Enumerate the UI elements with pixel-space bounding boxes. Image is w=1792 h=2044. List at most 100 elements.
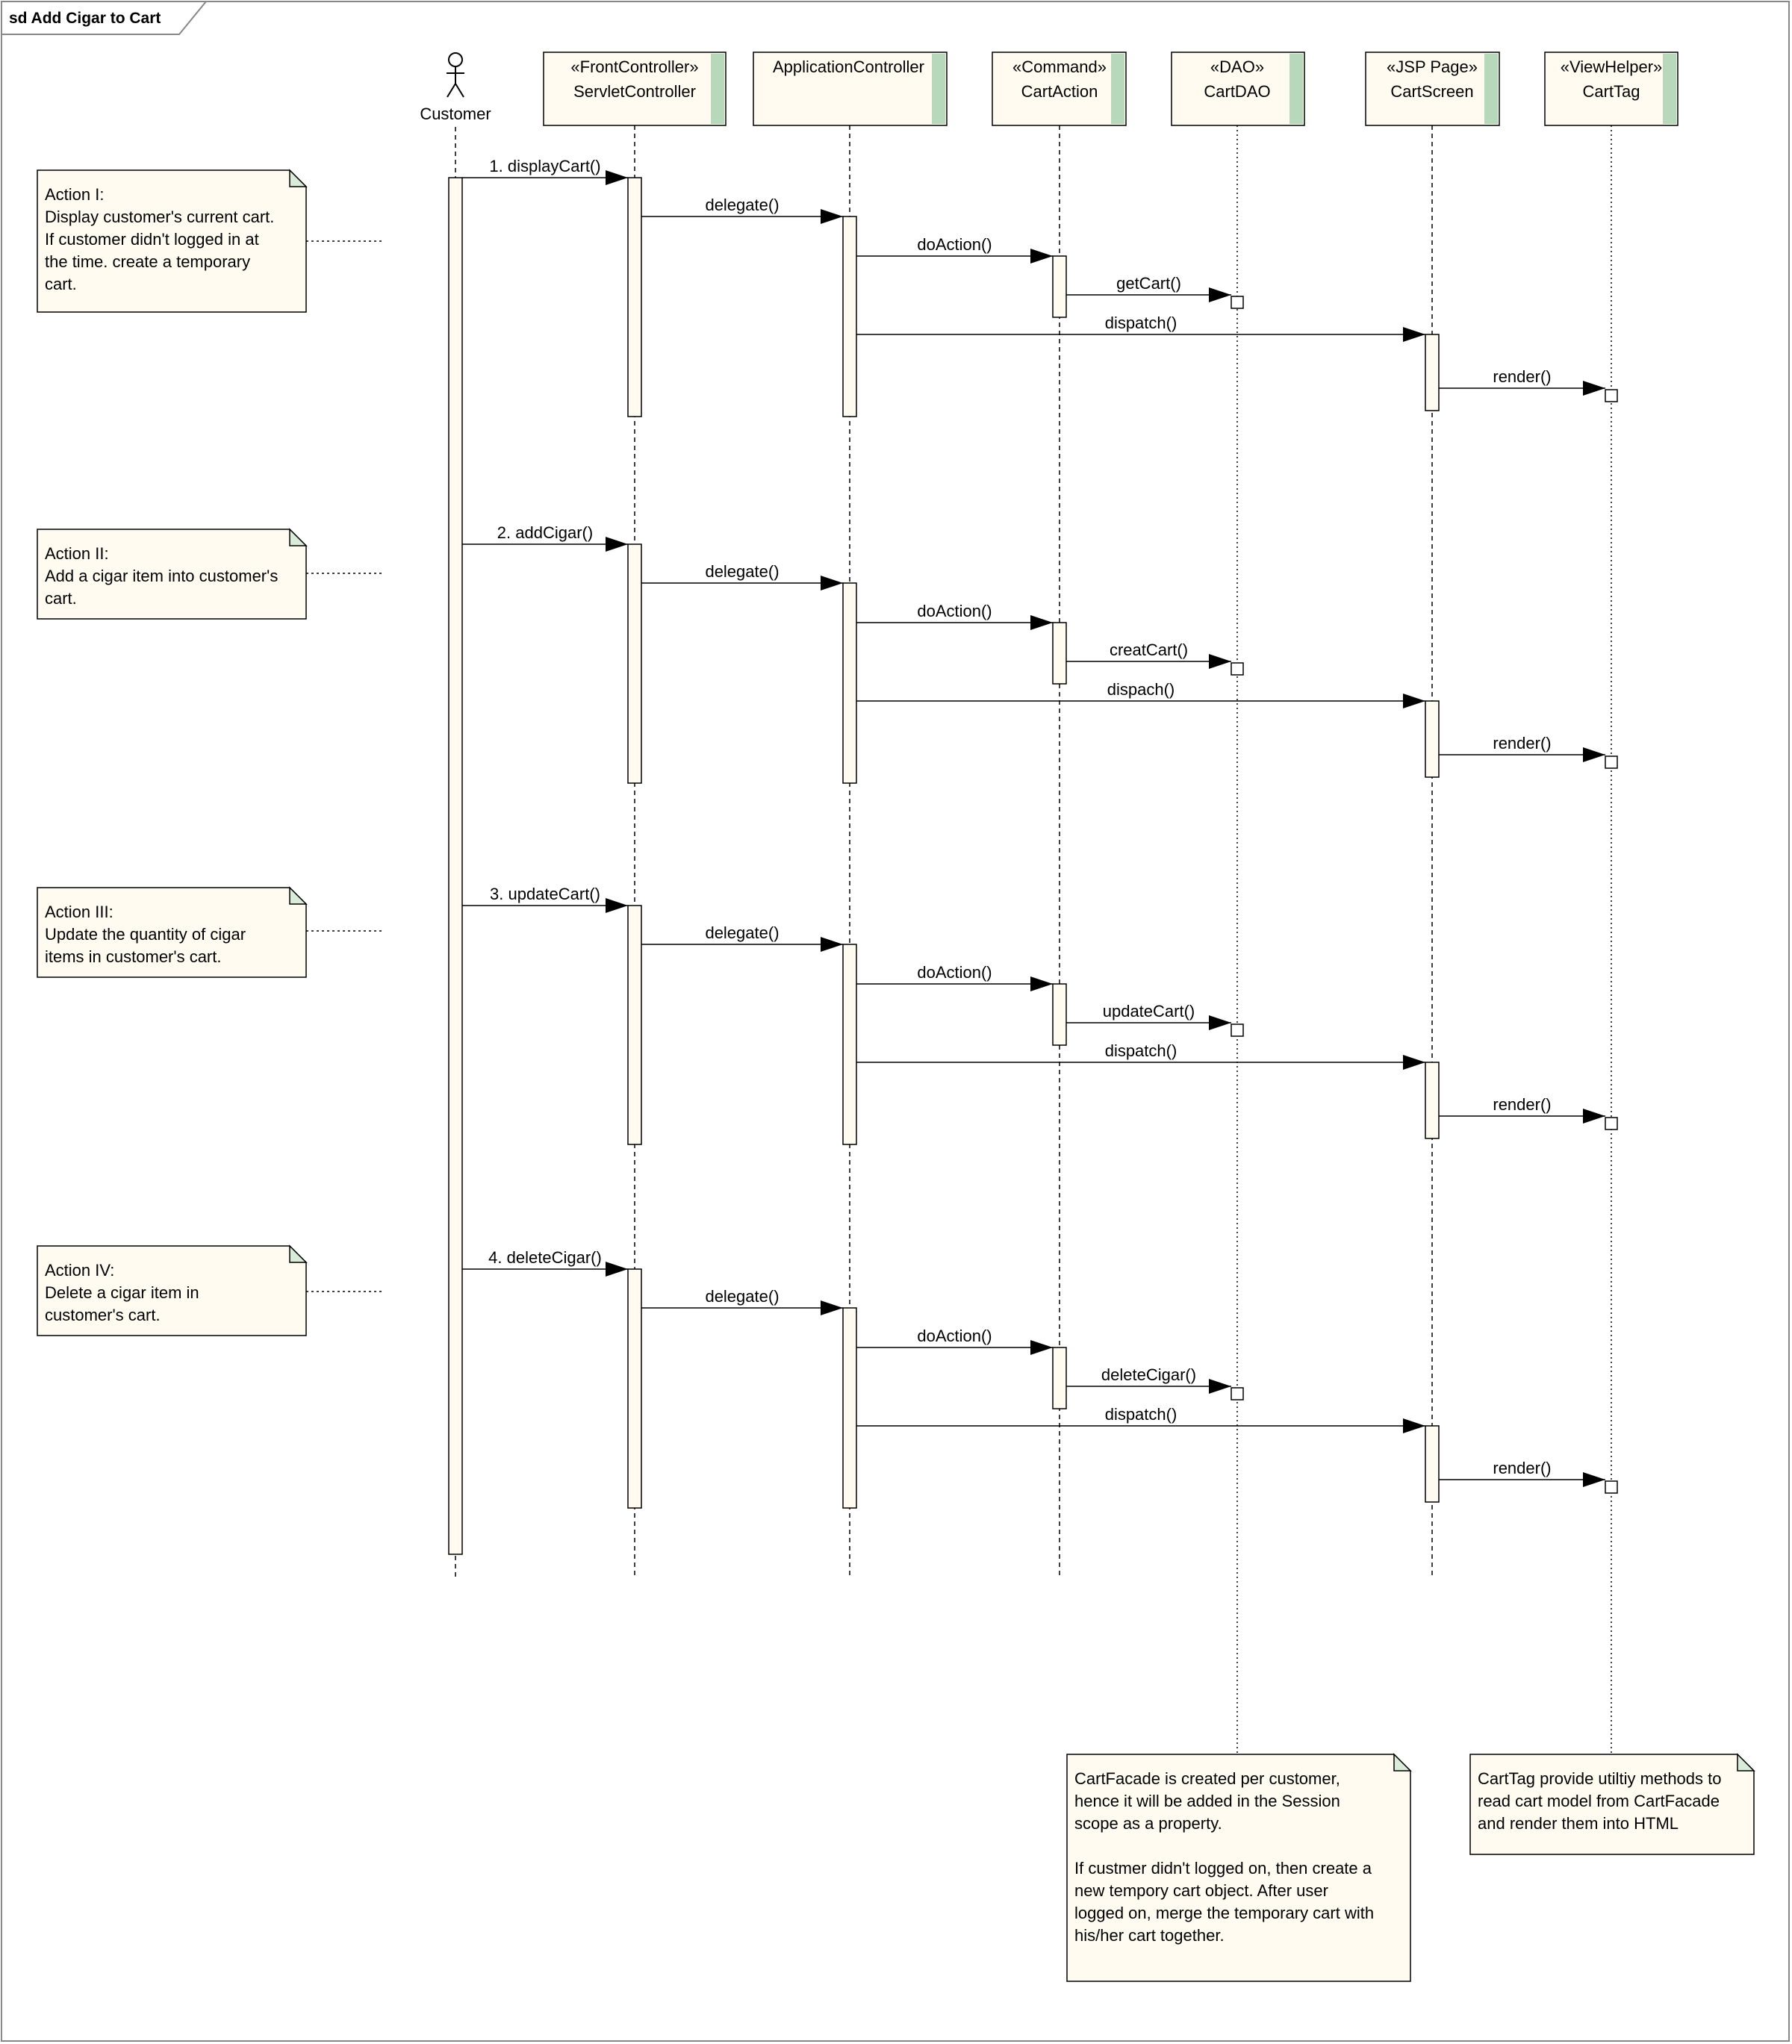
activation-screen xyxy=(1425,1425,1440,1503)
message-dispatch: dispatch() xyxy=(856,1041,1425,1070)
message-label: deleteCigar() xyxy=(1101,1365,1196,1384)
lifeline-head-screen: «JSP Page»CartScreen xyxy=(1365,52,1500,126)
activations-layer xyxy=(448,177,1618,1555)
note-body xyxy=(37,169,307,313)
note-fold xyxy=(289,169,308,187)
lifeline-name: CartAction xyxy=(1021,82,1098,101)
message-label: 3. updateCart() xyxy=(490,885,600,903)
lifeline-box-stripe xyxy=(1289,54,1303,124)
note-fold xyxy=(289,1244,308,1263)
activation-appctrl xyxy=(842,582,857,784)
lifeline-box-stripe xyxy=(1484,54,1498,124)
message-doaction: doAction() xyxy=(856,1327,1053,1355)
activation-dao xyxy=(1231,662,1244,676)
frame-title: sd Add Cigar to Cart xyxy=(9,10,161,27)
note-line: CartFacade is created per customer, xyxy=(1074,1769,1340,1788)
lifeline-box xyxy=(753,52,948,126)
activation-dao xyxy=(1231,1387,1244,1400)
message-label: dispatch() xyxy=(1105,314,1177,332)
message-label: 2. addCigar() xyxy=(497,523,593,542)
activation-tag xyxy=(1605,1480,1618,1494)
note-fold xyxy=(289,528,308,546)
message-label: doAction() xyxy=(917,235,992,254)
lifeline-box-stripe xyxy=(1663,54,1676,124)
message-call: 3. updateCart() xyxy=(462,885,628,913)
lifeline-stereotype: «FrontController» xyxy=(570,57,698,76)
note-line: CartTag provide utiltiy methods to xyxy=(1478,1769,1722,1788)
lifeline-stereotype: «DAO» xyxy=(1210,57,1264,76)
action-note-2: Action II:Add a cigar item into customer… xyxy=(37,528,308,620)
actor-head xyxy=(448,52,463,67)
note-cartfacade: CartFacade is created per customer, hence… xyxy=(1066,1753,1412,1982)
lifeline-box-stripe xyxy=(932,54,945,124)
actor-leg-right xyxy=(455,83,464,98)
lifeline-box xyxy=(543,52,727,126)
message-label: delegate() xyxy=(705,196,779,214)
note-line: logged on, merge the temporary cart with xyxy=(1074,1904,1374,1922)
message-label: render() xyxy=(1493,734,1551,753)
note-line: cart. xyxy=(45,589,77,608)
activation-servlet xyxy=(627,543,642,784)
activation-action xyxy=(1052,983,1067,1046)
note-body xyxy=(37,529,307,620)
customer-actor: Customer xyxy=(420,52,491,123)
lifeline-stereotype: «Command» xyxy=(1012,57,1107,76)
lifeline-name: ApplicationController xyxy=(773,57,924,76)
frame-title-tab xyxy=(1,1,207,35)
lifeline-head-dao: «DAO»CartDAO xyxy=(1171,52,1305,126)
note-line: If customer didn't logged in at xyxy=(45,230,259,249)
message-doaction: doAction() xyxy=(856,235,1053,264)
message-delegate: delegate() xyxy=(641,1287,843,1315)
note-line: customer's cart. xyxy=(45,1306,161,1324)
activation-customer xyxy=(448,177,463,1555)
note-line: Action I: xyxy=(45,185,104,204)
activation-screen xyxy=(1425,700,1440,778)
message-label: dispach() xyxy=(1107,680,1175,699)
message-label: delegate() xyxy=(705,1287,779,1306)
message-label: dispatch() xyxy=(1105,1405,1177,1424)
note-line: the time. create a temporary xyxy=(45,252,250,271)
message-delegate: delegate() xyxy=(641,196,843,224)
message-label: render() xyxy=(1493,367,1551,386)
lifeline-head-tag: «ViewHelper»CartTag xyxy=(1544,52,1679,126)
note-line: hence it will be added in the Session xyxy=(1074,1792,1340,1810)
activation-appctrl xyxy=(842,944,857,1145)
note-line: and render them into HTML xyxy=(1478,1814,1679,1833)
note-line: cart. xyxy=(45,275,77,293)
activation-screen xyxy=(1425,334,1440,411)
activation-action xyxy=(1052,622,1067,685)
lifeline-head-servlet: «FrontController»ServletController xyxy=(543,52,727,126)
actor-name: Customer xyxy=(420,105,491,123)
note-fold xyxy=(289,886,308,905)
message-label: doAction() xyxy=(917,963,992,982)
message-label: dispatch() xyxy=(1105,1041,1177,1060)
message-label: render() xyxy=(1493,1095,1551,1114)
activation-tag xyxy=(1605,1117,1618,1130)
message-dispatch: dispach() xyxy=(856,680,1425,708)
activation-servlet xyxy=(627,905,642,1145)
message-render: render() xyxy=(1439,1095,1605,1124)
note-line: Action II: xyxy=(45,544,109,563)
message-call: 2. addCigar() xyxy=(462,523,628,552)
activation-action xyxy=(1052,255,1067,318)
note-body xyxy=(37,1245,307,1336)
message-label: 1. displayCart() xyxy=(489,157,600,175)
lifeline-name: CartTag xyxy=(1582,82,1640,101)
note-line: Display customer's current cart. xyxy=(45,208,274,226)
note-line: his/her cart together. xyxy=(1074,1926,1225,1945)
message-doaction: doAction() xyxy=(856,602,1053,630)
message-label: creatCart() xyxy=(1110,641,1188,659)
activation-appctrl xyxy=(842,1307,857,1509)
note-body xyxy=(1066,1754,1411,1982)
lifeline-head-action: «Command» CartAction xyxy=(992,52,1127,126)
note-line: new tempory cart object. After user xyxy=(1074,1881,1328,1900)
note-line: Action III: xyxy=(45,903,113,921)
lifeline-box-stripe xyxy=(711,54,724,124)
message-doaction: doAction() xyxy=(856,963,1053,991)
activation-dao xyxy=(1231,296,1244,309)
activation-tag xyxy=(1605,755,1618,769)
lifeline-head-appctrl: ApplicationController xyxy=(753,52,948,126)
notes-layer: Action I: Display customer's current cart… xyxy=(37,169,1755,1982)
